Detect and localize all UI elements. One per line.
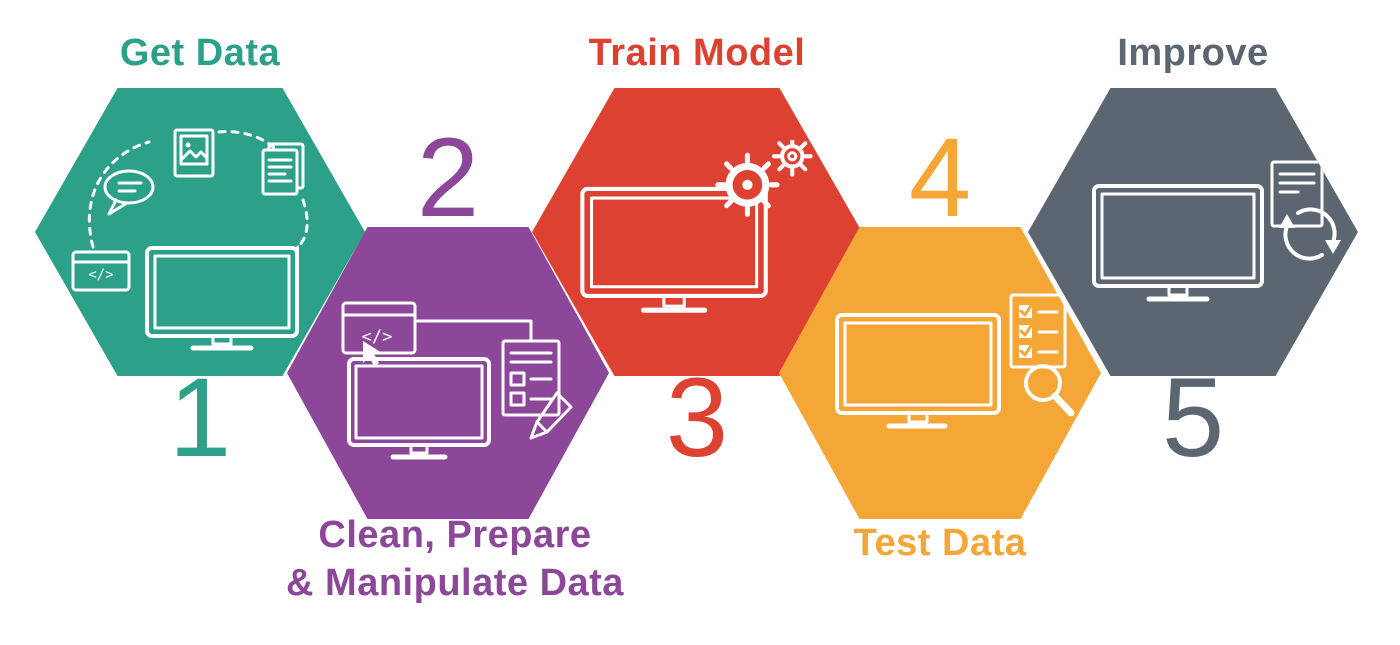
large-gear-icon [715, 152, 780, 217]
step-2-number: 2 [416, 115, 480, 240]
monitor-icon [835, 313, 1001, 429]
refresh-cycle-icon [1279, 207, 1341, 261]
step-1-title: Get Data [119, 32, 281, 74]
test-data-icon [835, 293, 1075, 429]
checklist-icon [1009, 293, 1067, 369]
monitor-icon [580, 186, 768, 313]
cursor-pointer-icon [363, 341, 382, 366]
connector-line [413, 319, 533, 343]
magnifier-icon [1024, 364, 1075, 417]
monitor-icon [1092, 184, 1264, 302]
monitor-icon [145, 246, 299, 351]
pencil-icon [529, 391, 573, 440]
step-5-hexagon [1028, 88, 1358, 376]
form-document-icon [501, 339, 561, 417]
step-1-number: 1 [168, 355, 232, 480]
document-icon [1270, 160, 1324, 228]
step-2-title: Clean, Prepare & Manipulate Data [255, 512, 655, 607]
documents-stack-icon [261, 142, 305, 196]
get-data-icon: </> [71, 128, 309, 351]
improve-icon [1092, 160, 1341, 302]
small-gear-icon [771, 140, 813, 177]
step-1-hexagon: </> [35, 88, 365, 376]
step-3-number: 3 [665, 355, 729, 480]
step-4-title: Test Data [853, 522, 1027, 564]
step-3-title: Train Model [588, 32, 806, 74]
monitor-icon [347, 357, 491, 460]
code-symbol-glyph: </> [88, 267, 113, 283]
train-model-icon [580, 140, 813, 313]
step-5-number: 5 [1161, 355, 1225, 480]
step-4-number: 4 [908, 115, 972, 240]
clean-prepare-icon: </> [341, 301, 573, 460]
step-2-title-line1: Clean, Prepare [318, 514, 592, 556]
image-file-icon [173, 128, 215, 178]
step-5-title: Improve [1117, 32, 1269, 74]
step-2-title-line2: & Manipulate Data [286, 561, 624, 604]
code-window-icon [71, 250, 131, 292]
code-symbol-glyph: </> [362, 327, 393, 347]
chat-bubble-icon [103, 169, 155, 216]
